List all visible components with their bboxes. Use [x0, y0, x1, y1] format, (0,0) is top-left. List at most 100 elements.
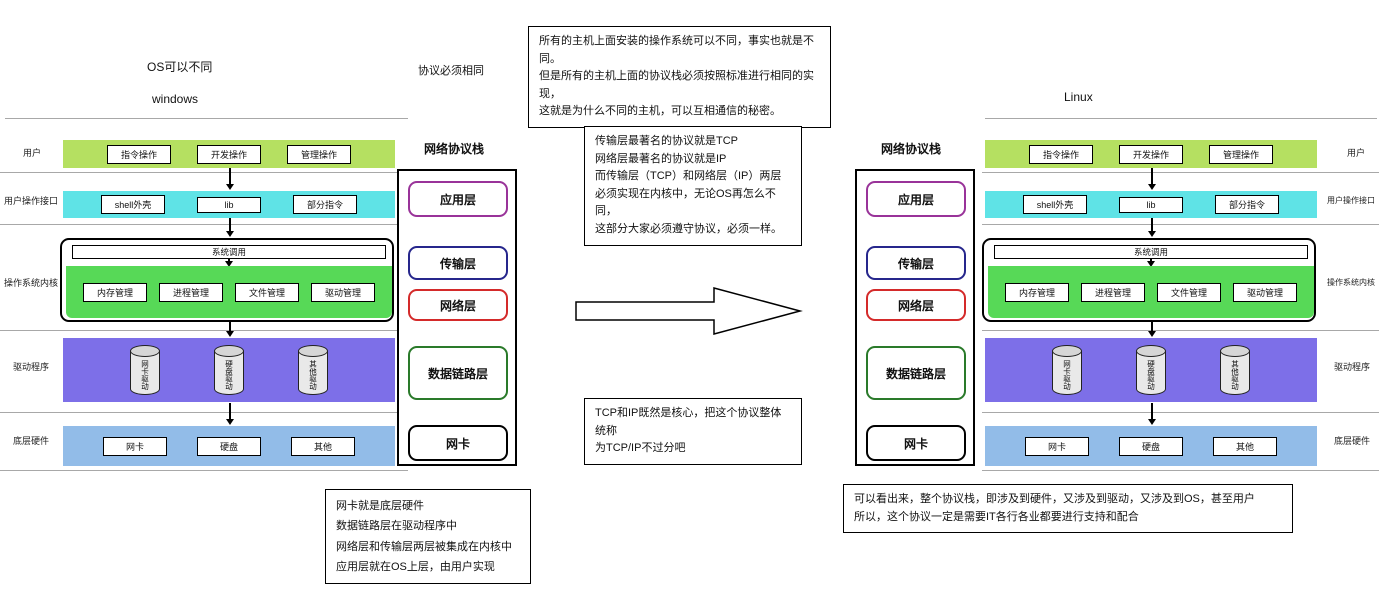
protocol-layer-datalink: 数据链路层 — [866, 346, 966, 400]
row-label-hardware: 底层硬件 — [1333, 436, 1370, 446]
windows-kernel-box: 系统调用 内存管理 进程管理 文件管理 驱动管理 — [60, 238, 394, 322]
cylinder-body — [1220, 351, 1250, 395]
kernel-module-button: 内存管理 — [83, 282, 147, 302]
cylinder-body — [1052, 351, 1082, 395]
user-op-button: 管理操作 — [287, 144, 351, 164]
user-op-button: 开发操作 — [1119, 144, 1183, 164]
row-divider — [982, 470, 1379, 471]
right-arrow-icon — [575, 287, 803, 335]
row-divider — [0, 172, 408, 173]
row-label-kernel: 操作系统内核 — [1327, 278, 1375, 287]
row-divider — [0, 470, 408, 471]
protocol-layer-network: 网络层 — [408, 289, 508, 321]
row-divider — [982, 412, 1379, 413]
row-label-driver: 驱动程序 — [1333, 362, 1370, 372]
linux-interface-bar: shell外壳 lib 部分指令 — [985, 191, 1317, 218]
down-arrow — [1147, 259, 1154, 267]
hardware-item-button: 网卡 — [103, 436, 167, 456]
linux-driver-box: 网卡驱动 硬盘驱动 其他驱动 — [985, 338, 1317, 402]
row-divider — [0, 412, 408, 413]
note-top: 所有的主机上面安装的操作系统可以不同，事实也就是不同。 但是所有的主机上面的协议… — [528, 26, 831, 128]
row-divider — [982, 330, 1379, 331]
protocol-layer-application: 应用层 — [408, 181, 508, 217]
syscall-bar: 系统调用 — [72, 245, 386, 259]
hardware-item-button: 硬盘 — [1119, 436, 1183, 456]
protocol-stack-right: 应用层 传输层 网络层 数据链路层 网卡 — [855, 169, 975, 466]
hardware-item-button: 网卡 — [1025, 436, 1089, 456]
cylinder-top-icon — [298, 345, 328, 357]
linux-title: Linux — [1064, 90, 1093, 104]
windows-title: windows — [152, 92, 199, 106]
kernel-module-button: 驱动管理 — [311, 282, 375, 302]
kernel-module-button: 文件管理 — [1157, 282, 1221, 302]
cylinder-body — [298, 351, 328, 395]
note-layer-mapping: 网卡就是底层硬件 数据链路层在驱动程序中 网络层和传输层两层被集成在内核中 应用… — [325, 489, 531, 585]
interface-item-button: 部分指令 — [1215, 195, 1279, 214]
cylinder-top-icon — [130, 345, 160, 357]
protocol-layer-datalink: 数据链路层 — [408, 346, 508, 400]
kernel-module-button: 驱动管理 — [1233, 282, 1297, 302]
cylinder-body — [214, 351, 244, 395]
row-label-user: 用户 — [1346, 148, 1365, 158]
hardware-item-button: 其他 — [1213, 436, 1277, 456]
protocol-stack-title-right: 网络协议栈 — [881, 142, 942, 156]
windows-interface-bar: shell外壳 lib 部分指令 — [63, 191, 395, 218]
row-divider — [982, 172, 1379, 173]
windows-user-bar: 指令操作 开发操作 管理操作 — [63, 140, 395, 168]
cylinder-body — [1136, 351, 1166, 395]
row-divider — [0, 224, 408, 225]
driver-label: 硬盘驱动 — [1146, 359, 1156, 390]
row-label-kernel: 操作系统内核 — [3, 278, 58, 288]
down-arrow — [226, 322, 233, 337]
row-label-interface: 用户操作接口 — [1327, 196, 1375, 205]
row-divider — [982, 224, 1379, 225]
note-summary: 可以看出来，整个协议栈，即涉及到硬件，又涉及到驱动，又涉及到OS，甚至用户 所以… — [843, 484, 1293, 534]
protocol-layer-nic: 网卡 — [408, 425, 508, 461]
kernel-module-button: 进程管理 — [159, 282, 223, 302]
cylinder-top-icon — [1220, 345, 1250, 357]
row-label-hardware: 底层硬件 — [12, 436, 49, 446]
note-tcp-ip-name: TCP和IP既然是核心，把这个协议整体统称 为TCP/IP不过分吧 — [584, 398, 802, 465]
linux-kernel-box: 系统调用 内存管理 进程管理 文件管理 驱动管理 — [982, 238, 1316, 322]
row-divider — [5, 118, 408, 119]
driver-label: 网卡驱动 — [1062, 359, 1072, 390]
protocol-layer-transport: 传输层 — [866, 246, 966, 280]
protocol-stack-left: 应用层 传输层 网络层 数据链路层 网卡 — [397, 169, 517, 466]
down-arrow — [1148, 403, 1155, 425]
row-divider — [985, 118, 1377, 119]
cylinder-top-icon — [1136, 345, 1166, 357]
note-tcp-ip-core: 传输层最著名的协议就是TCP 网络层最著名的协议就是IP 而传输层（TCP）和网… — [584, 126, 802, 246]
interface-item-button: lib — [1119, 196, 1183, 213]
down-arrow — [1148, 322, 1155, 337]
protocol-layer-network: 网络层 — [866, 289, 966, 321]
interface-item-button: 部分指令 — [293, 195, 357, 214]
driver-cylinder: 网卡驱动 — [130, 345, 160, 395]
down-arrow — [225, 259, 232, 267]
hardware-item-button: 硬盘 — [197, 436, 261, 456]
cylinder-top-icon — [1052, 345, 1082, 357]
driver-label: 网卡驱动 — [140, 359, 150, 390]
hardware-item-button: 其他 — [291, 436, 355, 456]
protocol-layer-transport: 传输层 — [408, 246, 508, 280]
cylinder-body — [130, 351, 160, 395]
driver-cylinder: 其他驱动 — [1220, 345, 1250, 395]
down-arrow — [226, 168, 233, 190]
user-op-button: 指令操作 — [107, 144, 171, 164]
windows-kernel-modules: 内存管理 进程管理 文件管理 驱动管理 — [66, 266, 392, 318]
driver-cylinder: 网卡驱动 — [1052, 345, 1082, 395]
user-op-button: 指令操作 — [1029, 144, 1093, 164]
row-label-interface: 用户操作接口 — [3, 196, 58, 206]
driver-label: 其他驱动 — [1230, 359, 1240, 390]
down-arrow — [226, 403, 233, 425]
linux-kernel-modules: 内存管理 进程管理 文件管理 驱动管理 — [988, 266, 1314, 318]
row-label-user: 用户 — [22, 148, 41, 158]
driver-cylinder: 硬盘驱动 — [214, 345, 244, 395]
linux-user-bar: 指令操作 开发操作 管理操作 — [985, 140, 1317, 168]
driver-cylinder: 硬盘驱动 — [1136, 345, 1166, 395]
user-op-button: 开发操作 — [197, 144, 261, 164]
kernel-module-button: 进程管理 — [1081, 282, 1145, 302]
windows-driver-box: 网卡驱动 硬盘驱动 其他驱动 — [63, 338, 395, 402]
row-label-driver: 驱动程序 — [12, 362, 49, 372]
interface-item-button: lib — [197, 196, 261, 213]
